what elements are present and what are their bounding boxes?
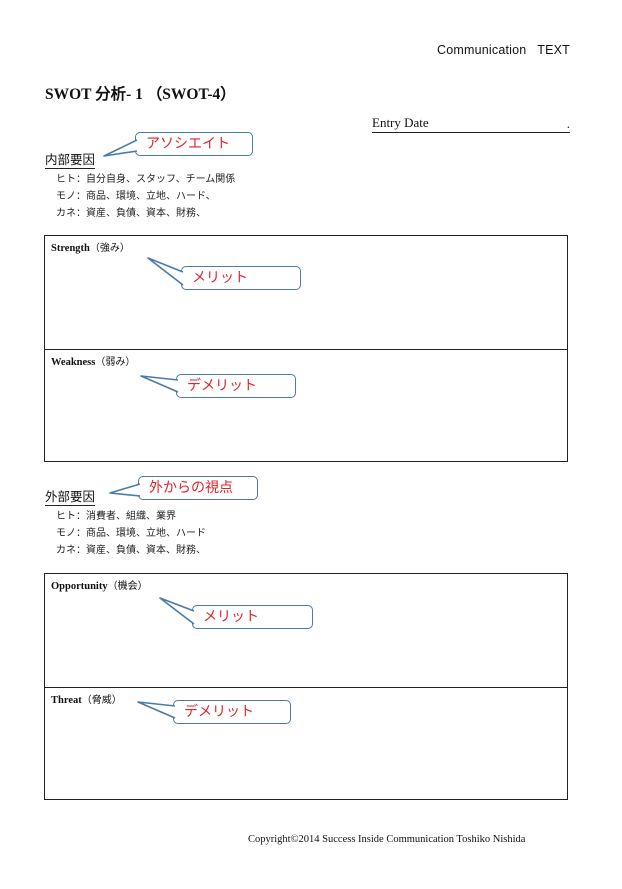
threat-label-jp: （脅威） [81,695,122,706]
opportunity-row[interactable]: Opportunity（機会） [45,574,567,687]
entry-date-field[interactable]: Entry Date . [372,115,570,133]
weakness-row[interactable]: Weakness（弱み） [45,349,567,461]
opportunity-label-jp: （機会） [107,581,148,592]
strength-row[interactable]: Strength（強み） [45,236,567,349]
internal-line-things: モノ：商品、環境、立地、ハード、 [56,191,216,202]
strength-label-jp: （強み） [89,243,130,254]
external-factors-list: ヒト：消費者、組織、業界 モノ：商品、環境、立地、ハード カネ：資産、負債、資本… [56,508,206,559]
internal-callout: アソシエイト [135,132,253,156]
opportunity-label: Opportunity [51,581,108,592]
internal-factors-heading: 内部要因 [45,152,96,169]
external-callout: 外からの視点 [138,476,258,500]
threat-callout: デメリット [173,700,291,724]
internal-line-money: カネ：資産、負債、資本、財務、 [56,208,206,219]
external-line-money: カネ：資産、負債、資本、財務、 [56,545,206,556]
threat-row[interactable]: Threat（脅威） [45,687,567,799]
weakness-label-jp: （弱み） [95,357,136,368]
strength-label: Strength [51,243,90,254]
external-line-people: ヒト：消費者、組織、業界 [56,511,176,522]
threat-label: Threat [51,695,82,706]
internal-line-people: ヒト：自分自身、スタッフ、チーム関係 [56,174,236,185]
strength-callout: メリット [181,266,301,290]
weakness-label: Weakness [51,357,96,368]
header-text: Communication TEXT [437,43,570,57]
internal-swot-box: Strength（強み） Weakness（弱み） [44,235,568,462]
external-swot-box: Opportunity（機会） Threat（脅威） [44,573,568,800]
entry-date-label: Entry Date [372,115,429,130]
opportunity-callout: メリット [192,605,313,629]
weakness-callout: デメリット [176,374,296,398]
external-line-things: モノ：商品、環境、立地、ハード [56,528,206,539]
entry-date-end: . [566,116,570,131]
external-factors-heading: 外部要因 [45,489,96,506]
internal-factors-list: ヒト：自分自身、スタッフ、チーム関係 モノ：商品、環境、立地、ハード、 カネ：資… [56,171,235,222]
document-title: SWOT 分析- 1 （SWOT-4） [45,86,236,103]
copyright-footer: Copyright©2014 Success Inside Communicat… [248,834,526,845]
